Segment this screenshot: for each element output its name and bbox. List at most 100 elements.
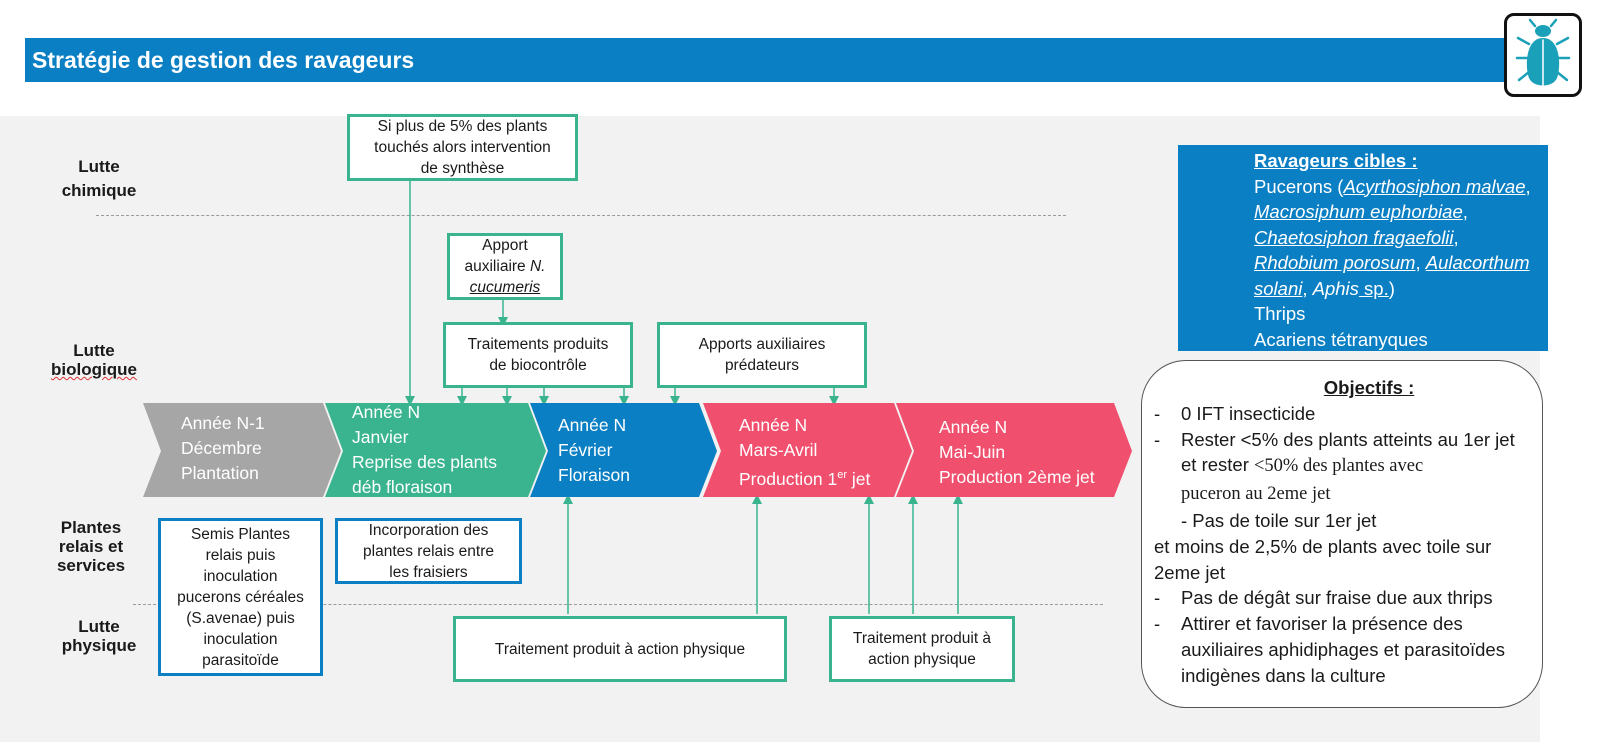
row-label-chimique: Lutte chimique: [44, 157, 154, 201]
row-label-line: Lutte: [78, 617, 120, 636]
panel-text: ,: [1302, 277, 1308, 299]
box-line: Incorporation des: [368, 521, 489, 539]
box-line: (S.avenae) puis: [186, 609, 295, 627]
semis-box: Semis Plantes relais puis inoculation pu…: [158, 518, 323, 676]
box-line: touchés alors intervention: [374, 139, 551, 156]
physique-box-2: Traitement produit à action physique: [829, 616, 1015, 682]
objectif-text: 2eme jet: [1154, 561, 1225, 583]
panel-text: ,: [1462, 201, 1468, 222]
timeline-line: Mars-Avril: [739, 440, 818, 460]
row-label-line: Lutte: [78, 157, 120, 176]
species-name: Aphis: [1312, 277, 1359, 299]
panel-text: ,: [1453, 226, 1459, 248]
box-line: prédateurs: [724, 357, 800, 374]
timeline-line: Février: [558, 440, 613, 460]
timeline-label: Année N-1 Décembre Plantation: [181, 411, 265, 486]
row-label-line: physique: [61, 636, 137, 655]
row-label-plantes: Plantes relais et services: [46, 518, 136, 575]
timeline-line: Mai-Juin: [939, 442, 1006, 462]
predateurs-box: Apports auxiliaires prédateurs: [657, 322, 867, 388]
bullet-dash: -: [1154, 402, 1161, 424]
panel-text: Pucerons (: [1254, 175, 1344, 197]
panel-text: ,: [1415, 252, 1421, 273]
box-line: plantes relais entre: [363, 542, 494, 560]
objectif-text: 0 IFT insecticide: [1181, 402, 1316, 424]
box-line: Traitement produit à: [852, 630, 992, 647]
row-label-line: services: [56, 556, 126, 575]
box-line: inoculation: [203, 630, 278, 648]
objectif-item: - Pas de toile sur 1er jet: [1154, 508, 1534, 534]
objectif-item: - Rester <5% des plants atteints au 1er …: [1154, 427, 1534, 508]
timeline-line: déb floraison: [352, 477, 453, 497]
objectif-text: et rester: [1181, 454, 1254, 476]
timeline-label: Année N Février Floraison: [558, 413, 630, 488]
box-line: Traitements produits: [467, 336, 609, 353]
timeline-line: Janvier: [352, 427, 409, 447]
timeline-step-mars: [703, 403, 912, 497]
objectif-item: -Pas de dégât sur fraise due aux thrips: [1154, 585, 1534, 611]
pucerons-line: Pucerons (Acyrthosiphon malvae,: [1254, 174, 1542, 200]
incorporation-box: Incorporation des plantes relais entre l…: [335, 518, 522, 584]
panel-title: Objectifs :: [1323, 377, 1415, 398]
timeline-line: Année N: [558, 415, 627, 435]
timeline-line: Année N: [739, 415, 808, 435]
panel-text: ): [1388, 277, 1395, 299]
beetle-icon: [1515, 18, 1571, 87]
box-line: cucumeris: [465, 277, 546, 298]
panel-text: Thrips: [1254, 303, 1306, 324]
objectif-text: Attirer et favoriser la présence des: [1181, 613, 1463, 635]
separator-line: [96, 215, 1066, 216]
timeline-line: Reprise des plants: [352, 452, 497, 472]
panel-title: Ravageurs cibles :: [1254, 150, 1418, 171]
chemical-intervention-box: Si plus de 5% des plants touchés alors i…: [347, 114, 578, 181]
logo: [1504, 13, 1582, 97]
physique-box-1: Traitement produit à action physique: [453, 616, 787, 682]
panel-text: sp.: [1358, 277, 1389, 299]
timeline-line: Production 2ème jet: [939, 467, 1095, 487]
species-name: Aulacorthum: [1425, 252, 1530, 273]
objectifs-panel: Objectifs : -0 IFT insecticide - Rester …: [1141, 360, 1543, 708]
objectif-text: puceron au 2eme jet: [1181, 484, 1331, 505]
bullet-dash: -: [1154, 587, 1161, 609]
box-line: Si plus de 5% des plants: [377, 118, 548, 135]
timeline-line-text: jet: [847, 468, 871, 489]
objectif-text: - Pas de toile sur 1er jet: [1181, 509, 1377, 531]
timeline-label: Année N Mars-Avril Production 1er jet: [739, 413, 870, 492]
objectif-text: <50% des plantes avec: [1254, 456, 1424, 477]
row-label-line: biologique: [51, 360, 137, 379]
timeline-line-text: Production 1: [739, 468, 838, 489]
box-line: de synthèse: [420, 160, 505, 177]
objectif-item: et moins de 2,5% de plants avec toile su…: [1154, 534, 1534, 560]
row-label-line: chimique: [61, 181, 137, 200]
bullet-dash: -: [1154, 613, 1161, 635]
row-label-line: Lutte: [73, 341, 115, 360]
pucerons-line: Chaetosiphon fragaefolii,: [1254, 225, 1542, 251]
box-line: Apport: [482, 237, 528, 254]
objectif-text: Pas de dégât sur fraise due aux thrips: [1181, 587, 1493, 609]
objectif-text: auxiliaires aphidiphages et parasitoïdes: [1181, 638, 1505, 660]
species-name: Acyrthosiphon malvae: [1343, 175, 1526, 197]
objectif-item: -0 IFT insecticide: [1154, 401, 1534, 427]
pucerons-line: Macrosiphum euphorbiae,: [1254, 199, 1542, 225]
timeline-step-jan: [325, 403, 546, 497]
objectif-item: - Attirer et favoriser la présence des a…: [1154, 611, 1534, 688]
box-line: inoculation: [203, 567, 278, 585]
species-name: solani: [1254, 277, 1303, 299]
objectif-item: 2eme jet: [1154, 560, 1534, 586]
timeline-line-sup: er: [837, 469, 848, 481]
species-name: N.: [529, 258, 546, 275]
box-line: les fraisiers: [389, 563, 468, 581]
page-title: Stratégie de gestion des ravageurs: [25, 38, 1505, 82]
box-line: Semis Plantes: [190, 525, 291, 543]
timeline-line: Floraison: [558, 465, 630, 485]
species-name: cucumeris: [469, 279, 541, 296]
objectif-text: indigènes dans la culture: [1181, 664, 1386, 686]
row-label-biologique: Lutte biologique: [44, 341, 144, 379]
timeline-line: Production 1er jet: [739, 463, 870, 492]
box-text: auxiliaire: [464, 258, 530, 275]
species-name: Macrosiphum euphorbiae: [1254, 201, 1463, 222]
row-label-line: relais et: [58, 537, 124, 556]
box-line: action physique: [868, 651, 976, 668]
